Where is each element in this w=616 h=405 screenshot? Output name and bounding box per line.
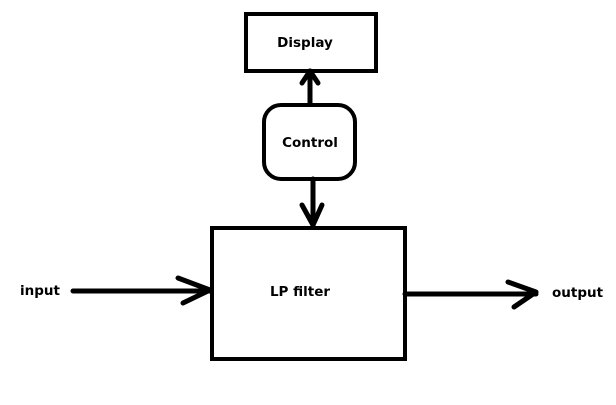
control-box — [262, 103, 357, 181]
arrow-head — [175, 275, 213, 306]
arrow-head — [299, 68, 321, 86]
control-label: Control — [282, 135, 338, 151]
lp-filter-node: LP filter — [210, 226, 407, 361]
arrow-input-to-lp-filter — [70, 275, 213, 306]
arrow-head — [505, 279, 539, 310]
lp-filter-label: LP filter — [270, 284, 330, 300]
lp-filter-box — [210, 226, 407, 361]
arrow-control-to-display — [299, 68, 321, 107]
display-node: Display — [244, 12, 378, 73]
arrow-lp-filter-to-output — [402, 279, 539, 310]
output-label: output — [552, 285, 604, 301]
control-node: Control — [262, 103, 357, 181]
arrow-head — [299, 202, 325, 228]
input-label: input — [20, 283, 61, 299]
display-label: Display — [277, 35, 333, 51]
arrow-control-to-lp-filter — [299, 176, 325, 228]
